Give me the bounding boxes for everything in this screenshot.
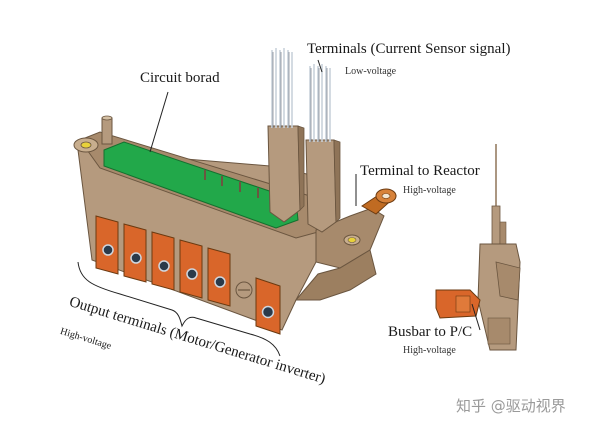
output-terminal bbox=[179, 239, 203, 299]
output-terminal bbox=[207, 247, 231, 307]
board-pins bbox=[204, 170, 259, 198]
circuit-board-label: Circuit borad bbox=[140, 70, 220, 86]
output-terminals bbox=[95, 215, 281, 335]
busbar-sublabel: High-voltage bbox=[403, 345, 456, 356]
terminals-sensor-label: Terminals (Current Sensor signal) bbox=[307, 41, 511, 57]
circuit-board bbox=[103, 141, 299, 229]
busbar-label: Busbar to P/C bbox=[388, 324, 473, 340]
terminal-reactor-label: Terminal to Reactor bbox=[360, 163, 480, 179]
output-terminal bbox=[255, 277, 281, 335]
output-terminal bbox=[95, 215, 119, 275]
reactor-terminal bbox=[361, 188, 397, 215]
output-terminals-brace bbox=[77, 261, 281, 357]
leader-lines bbox=[149, 59, 481, 331]
watermark: 知乎 @驱动视界 bbox=[456, 397, 566, 415]
terminal-reactor-sublabel: High-voltage bbox=[403, 185, 456, 196]
busbar-side-view bbox=[435, 144, 521, 351]
signal-pins bbox=[271, 48, 331, 142]
output-terminal bbox=[151, 231, 175, 291]
sensor-terminal-towers bbox=[267, 125, 341, 233]
terminals-sensor-sublabel: Low-voltage bbox=[345, 66, 397, 77]
circuit-board-leader bbox=[149, 91, 169, 153]
busbar-leader bbox=[471, 303, 481, 331]
output-terminal bbox=[123, 223, 147, 283]
terminals-sensor-leader bbox=[317, 59, 323, 73]
